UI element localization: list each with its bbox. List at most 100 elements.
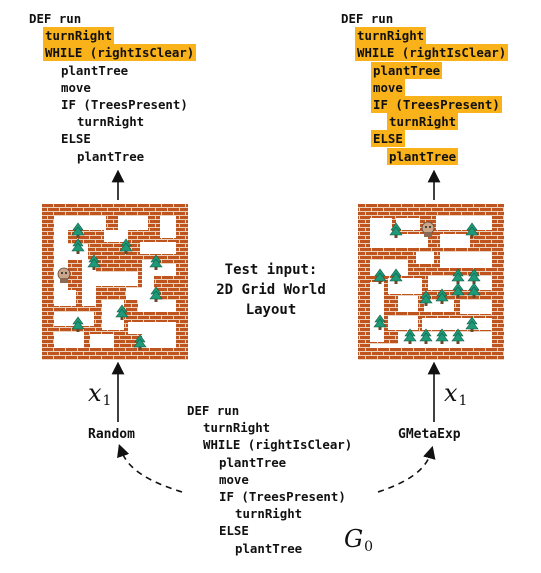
test-input-caption: Test input: 2D Grid World Layout <box>206 260 336 320</box>
tree-icon <box>467 268 481 284</box>
code-text: move <box>219 471 249 487</box>
tree-icon <box>451 268 465 284</box>
x1-right: x1 <box>444 379 467 409</box>
free-cell <box>118 216 148 230</box>
tree-icon <box>435 328 449 344</box>
code-line: ELSE <box>27 130 196 147</box>
code-text: plantTree <box>61 62 129 78</box>
free-cell <box>54 290 76 306</box>
free-cell <box>370 282 384 342</box>
caption-line-3: Layout <box>245 302 297 318</box>
caption-line-2: 2D Grid World <box>216 282 326 298</box>
x-subscript: 1 <box>458 393 468 409</box>
free-cell <box>126 288 156 300</box>
code-text: turnRight <box>355 27 427 45</box>
code-line: plantTree <box>185 540 354 557</box>
code-text: turnRight <box>235 506 303 522</box>
code-text: IF (TreesPresent) <box>219 488 346 504</box>
code-text: plantTree <box>235 540 303 556</box>
code-text: move <box>61 79 91 95</box>
code-text: IF (TreesPresent) <box>61 96 188 112</box>
code-text: IF (TreesPresent) <box>371 95 502 113</box>
free-cell <box>90 334 114 348</box>
code-text: move <box>371 78 405 96</box>
agent-icon <box>421 221 435 237</box>
g-symbol: G <box>344 525 364 553</box>
free-cell <box>140 242 176 254</box>
free-cell <box>104 230 128 242</box>
free-cell <box>416 252 434 264</box>
free-cell <box>440 234 470 248</box>
code-line: turnRight <box>27 27 196 45</box>
x1-left: x1 <box>88 379 111 409</box>
tree-icon <box>373 268 387 284</box>
free-cell <box>388 316 418 330</box>
free-cell <box>82 260 96 306</box>
free-cell <box>370 234 428 248</box>
free-cell <box>440 252 492 268</box>
code-line: turnRight <box>185 419 354 436</box>
code-line: IF (TreesPresent) <box>185 488 354 505</box>
free-cell <box>128 322 176 334</box>
code-line: plantTree <box>339 61 508 79</box>
code-text: WHILE (rightIsClear) <box>203 437 353 453</box>
dashed-arrow-to-random <box>117 443 183 493</box>
tree-icon <box>71 222 85 238</box>
code-line: move <box>27 79 196 96</box>
tree-icon <box>451 328 465 344</box>
x-symbol: x <box>88 379 102 407</box>
tree-icon <box>373 314 387 330</box>
tree-icon <box>133 334 147 350</box>
tree-icon <box>419 328 433 344</box>
code-text: WHILE (rightIsClear) <box>43 44 197 62</box>
code-line: WHILE (rightIsClear) <box>339 44 509 62</box>
tree-icon <box>435 288 449 304</box>
free-cell <box>460 300 492 314</box>
code-line: plantTree <box>185 454 354 471</box>
code-line: IF (TreesPresent) <box>339 95 508 113</box>
tree-icon <box>115 304 129 320</box>
free-cell <box>370 218 392 234</box>
code-text: DEF run <box>341 11 394 26</box>
tree-icon <box>87 254 101 270</box>
dashed-arrow-to-gmetaexp <box>377 445 436 493</box>
g0-symbol: G0 <box>344 525 373 555</box>
code-text: turnRight <box>43 27 115 45</box>
agent-icon <box>57 267 71 283</box>
code-text: WHILE (rightIsClear) <box>355 44 509 62</box>
code-text: ELSE <box>61 131 91 147</box>
free-cell <box>160 216 176 238</box>
free-cell <box>138 300 176 312</box>
code-line: plantTree <box>339 147 508 165</box>
gmetaexp-label: GMetaExp <box>398 427 461 442</box>
code-text: ELSE <box>371 130 405 148</box>
tree-icon <box>389 222 403 238</box>
free-cell <box>54 332 84 348</box>
g-subscript: 0 <box>364 539 374 555</box>
code-text: turnRight <box>203 420 271 436</box>
free-cell <box>422 318 492 330</box>
tree-icon <box>465 316 479 332</box>
code-text: plantTree <box>77 148 145 164</box>
code-line: turnRight <box>339 27 508 45</box>
tree-icon <box>467 282 481 298</box>
code-line: DEF run <box>27 10 196 27</box>
tree-icon <box>451 282 465 298</box>
tree-icon <box>403 328 417 344</box>
code-text: plantTree <box>219 454 287 470</box>
code-line: move <box>185 471 354 488</box>
tree-icon <box>71 316 85 332</box>
free-cell <box>398 296 418 312</box>
tree-icon <box>119 238 133 254</box>
code-text: turnRight <box>77 114 145 130</box>
free-cell <box>96 272 138 286</box>
grid-world-right <box>358 204 504 360</box>
code-text: turnRight <box>387 113 459 131</box>
tree-icon <box>389 268 403 284</box>
free-cell <box>142 260 154 290</box>
code-line: turnRight <box>339 113 508 131</box>
free-cell <box>54 216 106 230</box>
tree-icon <box>149 254 163 270</box>
